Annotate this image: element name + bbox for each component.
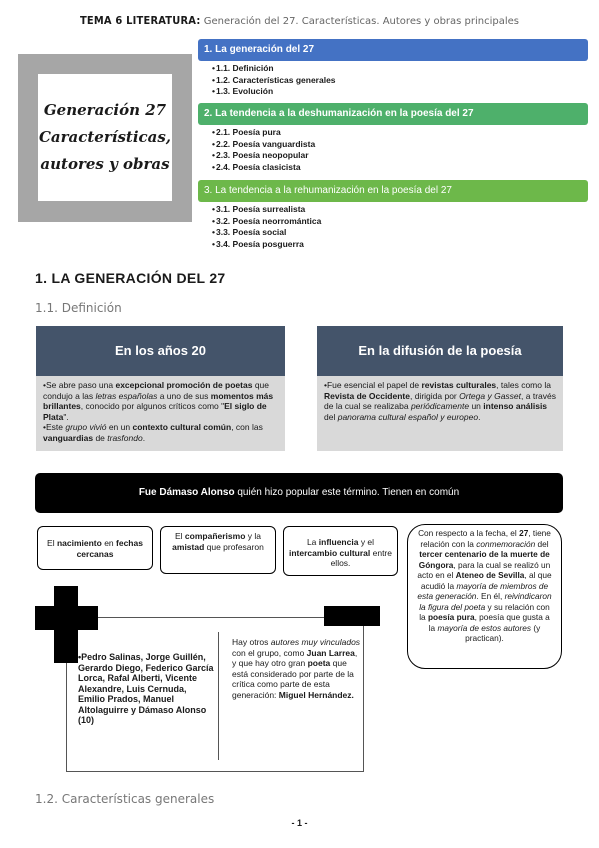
- toc-item: 3.3. Poesía social: [212, 227, 321, 239]
- card-left-p2: Este grupo vivió en un contexto cultural…: [43, 422, 280, 443]
- toc-item: 2.3. Poesía neopopular: [212, 150, 315, 162]
- toc-list-2: 2.1. Poesía pura 2.2. Poesía vanguardist…: [212, 127, 315, 173]
- card-right: En la difusión de la poesía Fue esencial…: [317, 326, 563, 451]
- cover-line: Características,: [38, 128, 172, 146]
- card-right-p1: Fue esencial el papel de revistas cultur…: [324, 380, 558, 422]
- cover-title: Generación 27 Características, autores y…: [38, 74, 172, 201]
- members-box: [66, 617, 364, 772]
- toc-item: 1.3. Evolución: [212, 86, 336, 98]
- subsection-title: 1.1. Definición: [35, 301, 122, 315]
- page-number: - 1 -: [291, 818, 308, 828]
- toc-item: 2.4. Poesía clasicista: [212, 162, 315, 174]
- toc-item: 3.1. Poesía surrealista: [212, 204, 321, 216]
- common-box-gongora: Con respecto a la fecha, el 27, tiene re…: [407, 524, 562, 669]
- members-list: •Pedro Salinas, Jorge Guillén, Gerardo D…: [78, 652, 214, 725]
- banner-rest: quién hizo popular este término. Tienen …: [234, 487, 460, 498]
- toc-list-3: 3.1. Poesía surrealista 3.2. Poesía neor…: [212, 204, 321, 250]
- toc-section-2: 2. La tendencia a la deshumanización en …: [198, 103, 588, 125]
- card-left: En los años 20 Se abre paso una excepcio…: [36, 326, 285, 451]
- common-box-influence: La influencia y el intercambio cultural …: [283, 526, 398, 576]
- card-left-p1: Se abre paso una excepcional promoción d…: [43, 380, 280, 422]
- card-left-title: En los años 20: [36, 326, 285, 376]
- toc-item: 3.2. Poesía neorromántica: [212, 216, 321, 228]
- section-title: 1. LA GENERACIÓN DEL 27: [35, 270, 226, 286]
- card-right-title: En la difusión de la poesía: [317, 326, 563, 376]
- toc-item: 2.2. Poesía vanguardista: [212, 139, 315, 151]
- common-box-friendship: El compañerismo y la amistad que profesa…: [160, 526, 276, 574]
- members-others: Hay otros autores muy vinculados con el …: [232, 637, 361, 700]
- card-left-body: Se abre paso una excepcional promoción d…: [36, 376, 285, 451]
- toc-item: 1.2. Características generales: [212, 75, 336, 87]
- card-right-body: Fue esencial el papel de revistas cultur…: [317, 376, 563, 451]
- cross-decoration-horizontal: [35, 606, 98, 630]
- common-banner: Fue Dámaso Alonso quién hizo popular est…: [35, 473, 563, 513]
- page-header: TEMA 6 LITERATURA: Generación del 27. Ca…: [0, 14, 599, 27]
- toc-section-3: 3. La tendencia a la rehumanización en l…: [198, 180, 588, 202]
- common-box-birth: El nacimiento en fechas cercanas: [37, 526, 153, 570]
- cover-line: Generación 27: [43, 101, 167, 119]
- header-rest: Generación del 27. Características. Auto…: [200, 16, 520, 27]
- members-divider: [218, 632, 219, 760]
- toc-item: 1.1. Definición: [212, 63, 336, 75]
- cover-frame: Generación 27 Características, autores y…: [18, 54, 192, 222]
- header-lead: TEMA 6 LITERATURA:: [79, 14, 201, 27]
- cover-line: autores y obras: [40, 155, 170, 173]
- toc-item: 3.4. Poesía posguerra: [212, 239, 321, 251]
- subsection-title: 1.2. Características generales: [35, 792, 215, 806]
- banner-bold: Fue Dámaso Alonso: [138, 487, 235, 498]
- bar-decoration: [324, 606, 380, 626]
- toc-list-1: 1.1. Definición 1.2. Características gen…: [212, 63, 336, 98]
- toc-item: 2.1. Poesía pura: [212, 127, 315, 139]
- toc-section-1: 1. La generación del 27: [198, 39, 588, 61]
